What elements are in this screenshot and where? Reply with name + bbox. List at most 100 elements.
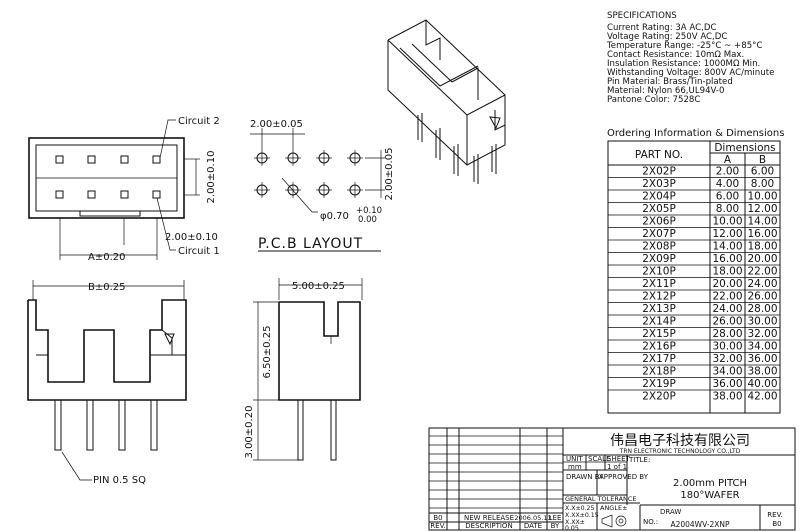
top-view: 2.00±0.10 Circuit 2 Circuit 1 2.00±0.10 …	[28, 116, 220, 263]
table-cell-part: 2X18P	[642, 366, 676, 378]
table-cell-a: 6.00	[716, 191, 739, 203]
drawing-title-line2: 180°WAFER	[680, 490, 739, 501]
table-cell-a: 36.00	[712, 378, 742, 390]
company-name-cn: 伟昌电子科技有限公司	[610, 433, 750, 449]
iso-pins	[417, 113, 497, 184]
desc-header: DESCRIPTION	[465, 522, 512, 530]
pcb-dim-pitch-v: 2.00±0.05	[384, 148, 395, 201]
spec-title: SPECIFICATIONS	[607, 11, 677, 21]
dim-height: 2.00±0.10	[206, 151, 217, 204]
dim-pitch: 2.00±0.10	[165, 232, 218, 243]
table-cell-a: 8.00	[716, 203, 739, 215]
spec-line: Current Rating: 3A AC,DC	[607, 23, 717, 33]
table-cell-b: 10.00	[747, 191, 777, 203]
approved-by-label: APPROVED BY	[599, 473, 649, 481]
dim-width: 5.00±0.25	[292, 281, 345, 292]
rev-row-rev: B0	[433, 514, 442, 522]
front-view: B±0.25 PIN 0.5 SQ	[27, 280, 187, 486]
dim-a: A±0.20	[88, 252, 126, 263]
table-cell-b: 38.00	[747, 366, 777, 378]
side-view: 5.00±0.25 6.50±0.25 3.00±0.20	[244, 278, 363, 461]
col-b-header: B	[759, 154, 766, 166]
spec-line: Withstanding Voltage: 800V AC/minute	[607, 68, 774, 78]
dim-tail: 3.00±0.20	[244, 406, 255, 459]
table-cell-a: 20.00	[712, 278, 742, 290]
pcb-layout: 2.00±0.05 2.00±0.05 φ0.70 +0.10 0.00 P.C…	[250, 119, 395, 252]
side-pins	[297, 399, 337, 461]
table-cell-part: 2X05P	[642, 203, 676, 215]
rev-header: REV.	[430, 522, 445, 530]
table-cell-b: 16.00	[747, 228, 777, 240]
spec-line: Insulation Resistance: 1000MΩ Min.	[607, 59, 760, 69]
table-cell-b: 36.00	[747, 353, 777, 365]
pcb-hole-dia: φ0.70	[320, 211, 349, 222]
table-cell-a: 18.00	[712, 266, 742, 278]
col-a-header: A	[724, 154, 732, 166]
rev-row-by: LEE	[549, 514, 562, 522]
table-cell-part: 2X13P	[642, 303, 676, 315]
drawing-number: A2004WV-2XNP	[670, 520, 730, 529]
drawn-by-label: DRAWN BY	[566, 473, 604, 481]
table-cell-b: 14.00	[747, 216, 777, 228]
spec-line: Voltage Rating: 250V AC,DC	[607, 32, 727, 42]
specifications-block: SPECIFICATIONS Current Rating: 3A AC,DC …	[606, 11, 774, 105]
pcb-layout-title: P.C.B LAYOUT	[258, 236, 363, 252]
table-cell-part: 2X12P	[642, 291, 676, 303]
table-cell-b: 26.00	[747, 291, 777, 303]
circuit1-label: Circuit 1	[178, 246, 220, 257]
draw-label: DRAW	[660, 508, 681, 516]
table-cell-a: 2.00	[716, 166, 739, 178]
pcb-hole-tol-minus: 0.00	[358, 215, 377, 225]
pcb-hole-tol-plus: +0.10	[356, 206, 382, 216]
rev-label: REV.	[767, 511, 782, 519]
ordering-title: Ordering Information & Dimensions	[607, 128, 784, 139]
sheet-value: 1 of 1	[607, 463, 627, 471]
drawing-title-line1: 2.00mm PITCH	[673, 478, 747, 489]
table-cell-a: 4.00	[716, 178, 739, 190]
spec-line: Pantone Color: 7528C	[607, 95, 700, 105]
spec-line: Material: Nylon 66,UL94V-0	[607, 86, 725, 96]
unit-value: mm	[568, 463, 582, 471]
table-cell-b: 24.00	[747, 278, 777, 290]
table-cell-a: 24.00	[712, 303, 742, 315]
table-cell-part: 2X20P	[642, 391, 676, 403]
table-cell-a: 26.00	[712, 316, 742, 328]
table-cell-part: 2X04P	[642, 191, 676, 203]
table-cell-part: 2X11P	[642, 278, 676, 290]
table-cell-b: 22.00	[747, 266, 777, 278]
rev-row-desc: NEW RELEASE	[464, 514, 514, 522]
table-cell-part: 2X09P	[642, 253, 676, 265]
general-tolerance-label: GENERAL TOLERANCE	[565, 495, 637, 503]
table-cell-b: 18.00	[747, 241, 777, 253]
title-label: TITLE:	[628, 456, 650, 464]
isometric-view	[387, 19, 506, 184]
table-cell-b: 32.00	[747, 328, 777, 340]
angle-label: ANGLE±	[600, 504, 628, 512]
table-cell-b: 40.00	[747, 378, 777, 390]
table-cell-part: 2X08P	[642, 241, 676, 253]
table-cell-a: 16.00	[712, 253, 742, 265]
table-cell-a: 10.00	[712, 216, 742, 228]
table-cell-part: 2X15P	[642, 328, 676, 340]
tolerance-4: 0.05	[565, 525, 579, 532]
tolerance-1: X.X±0.25	[565, 505, 594, 512]
table-cell-part: 2X06P	[642, 216, 676, 228]
table-cell-a: 34.00	[712, 366, 742, 378]
table-cell-a: 14.00	[712, 241, 742, 253]
table-cell-a: 38.00	[712, 391, 742, 403]
table-cell-part: 2X10P	[642, 266, 676, 278]
table-cell-part: 2X14P	[642, 316, 676, 328]
dim-body-height: 6.50±0.25	[262, 326, 273, 379]
tolerance-2: X.XX±0.15	[565, 512, 599, 519]
pin-label: PIN 0.5 SQ	[93, 475, 146, 486]
table-cell-part: 2X07P	[642, 228, 676, 240]
table-cell-b: 34.00	[747, 341, 777, 353]
front-pins	[54, 399, 158, 451]
table-cell-b: 20.00	[747, 253, 777, 265]
spec-line: Temperature Range: -25°C ~ +85°C	[606, 41, 762, 51]
dim-b: B±0.25	[88, 282, 126, 293]
rev-row-date: 2006.05.13	[514, 514, 551, 522]
col-part-header: PART NO.	[635, 149, 683, 161]
